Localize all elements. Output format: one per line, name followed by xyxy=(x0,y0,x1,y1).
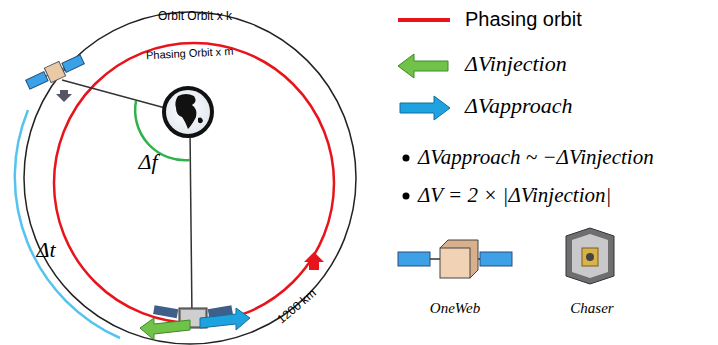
legend-line-sample xyxy=(398,18,450,22)
legend-text: ΔVinjection xyxy=(465,52,567,76)
radius-line xyxy=(190,130,192,318)
bullet xyxy=(403,193,410,200)
approach-arrow xyxy=(200,308,250,330)
bullet xyxy=(403,155,410,162)
satellite-name: Chaser xyxy=(570,300,613,317)
phasing-orbit xyxy=(54,43,334,323)
earth-icon xyxy=(164,88,212,136)
injection-arrow xyxy=(140,318,190,340)
earth-continents xyxy=(175,94,203,129)
target-satellite xyxy=(24,52,85,92)
legend-green-arrow xyxy=(398,54,448,78)
legend-text: ΔVapproach xyxy=(465,94,572,118)
chaser-icon xyxy=(566,228,614,284)
legend-blue-arrow xyxy=(400,96,450,120)
legend-text: Phasing orbit xyxy=(465,8,582,30)
direction-arrow xyxy=(304,252,324,270)
equation-text: ΔVapproach ~ −ΔVinjection xyxy=(418,146,654,169)
time-label: Δt xyxy=(36,238,55,262)
target-orbit xyxy=(24,12,356,344)
oneweb-icon xyxy=(398,240,512,278)
radius-line xyxy=(62,80,180,112)
equation-text: ΔV = 2 × |ΔVinjection| xyxy=(418,184,611,207)
orbit-label: Orbit Orbit x k xyxy=(158,10,232,23)
satellite-name: OneWeb xyxy=(430,300,480,317)
down-arrow xyxy=(56,90,72,102)
time-arc xyxy=(15,110,120,338)
angle-label: Δf xyxy=(138,150,157,174)
